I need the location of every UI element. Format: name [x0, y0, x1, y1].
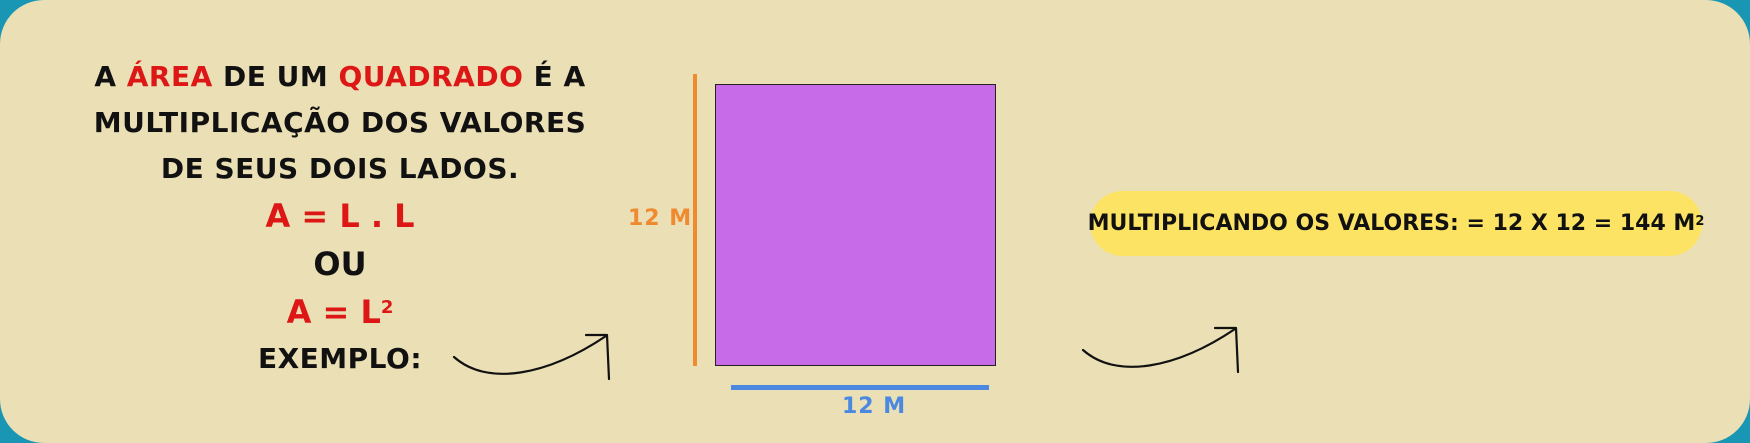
bottom-side-line — [731, 385, 989, 390]
curved-arrow-icon — [1081, 326, 1240, 374]
left-side-line — [693, 74, 697, 366]
explanation-text: A ÁREA DE UM QUADRADO É A MULTIPLICAÇÃO … — [40, 54, 640, 382]
word-e-a: É A — [533, 60, 586, 93]
word-a: A — [94, 60, 117, 93]
formula-l-times-l: A = L . L — [265, 197, 415, 235]
word-quadrado: QUADRADO — [338, 60, 524, 93]
formula-l-squared-base: A = L — [286, 293, 381, 331]
left-side-length-label: 12 M — [628, 206, 693, 231]
formula-l-squared: A = L2 — [40, 288, 640, 336]
formula-l-squared-exponent: 2 — [380, 297, 394, 318]
square-shape — [715, 84, 996, 366]
explanation-line-2: MULTIPLICAÇÃO DOS VALORES — [93, 106, 587, 139]
result-pill: MULTIPLICANDO OS VALORES: = 12 X 12 = 14… — [1087, 191, 1705, 256]
word-area: ÁREA — [126, 60, 213, 93]
bottom-side-length-label: 12 M — [842, 394, 907, 419]
example-label: EXEMPLO: — [257, 342, 423, 375]
explanation-line-3: DE SEUS DOIS LADOS. — [160, 152, 520, 185]
word-de-um: DE UM — [223, 60, 329, 93]
or-label: OU — [313, 245, 367, 283]
explanation-line-1: A ÁREA DE UM QUADRADO É A — [40, 54, 640, 100]
result-text: MULTIPLICANDO OS VALORES: = 12 X 12 = 14… — [1087, 211, 1696, 236]
curved-arrow-icon — [452, 333, 611, 381]
result-exponent: 2 — [1695, 214, 1705, 229]
